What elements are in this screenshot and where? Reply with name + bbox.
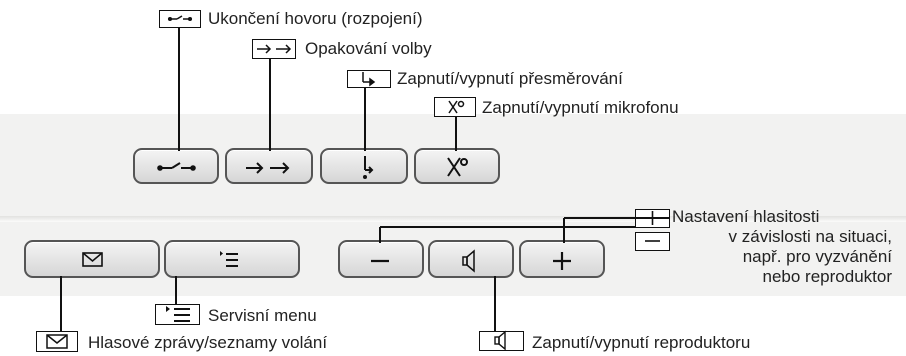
volume-label-line-3: např. pro vyzvánění bbox=[742, 247, 892, 266]
mute-callout-icon bbox=[448, 100, 465, 114]
envelope-callout-icon bbox=[46, 334, 68, 349]
forward-callout-box bbox=[347, 70, 391, 88]
forward-label: Zapnutí/vypnutí přesměrování bbox=[397, 69, 623, 88]
plus-icon bbox=[553, 252, 571, 270]
volume-label-line-2: v závislosti na situaci, bbox=[728, 227, 892, 246]
messages-label: Hlasové zprávy/seznamy volání bbox=[88, 333, 328, 352]
menu-pointer-icon bbox=[220, 251, 223, 256]
messages-button[interactable] bbox=[24, 240, 160, 278]
mute-button[interactable] bbox=[414, 148, 500, 184]
mute-icon bbox=[447, 157, 468, 177]
redial-icon bbox=[246, 162, 290, 174]
mute-label: Zapnutí/vypnutí mikrofonu bbox=[482, 98, 679, 117]
redial-callout-icon bbox=[257, 44, 292, 54]
forward-icon bbox=[364, 156, 374, 174]
release-icon bbox=[157, 162, 196, 171]
volume-label: Nastavení hlasitosti v závislosti na sit… bbox=[672, 207, 892, 287]
redial-callout-box bbox=[252, 39, 296, 59]
volume-down-button[interactable] bbox=[338, 240, 424, 278]
speaker-icon bbox=[462, 249, 475, 273]
service-menu-label: Servisní menu bbox=[208, 306, 317, 325]
volume-label-line-4: nebo reproduktor bbox=[762, 267, 892, 286]
release-callout-icon bbox=[167, 15, 193, 22]
envelope-icon bbox=[82, 252, 103, 267]
mute-callout-box bbox=[434, 97, 476, 117]
plus-callout-icon bbox=[645, 211, 660, 225]
volume-label-line-1: Nastavení hlasitosti bbox=[672, 207, 820, 226]
menu-callout-icon bbox=[174, 308, 190, 322]
menu-icon bbox=[226, 253, 238, 267]
forward-dot-icon bbox=[363, 175, 367, 179]
speaker-label: Zapnutí/vypnutí reproduktoru bbox=[532, 333, 751, 352]
speaker-button[interactable] bbox=[428, 240, 514, 278]
menu-callout-pointer-icon bbox=[166, 306, 170, 312]
panel-divider bbox=[0, 216, 906, 222]
release-callout-box bbox=[159, 10, 201, 28]
forward-callout-icon bbox=[362, 72, 376, 87]
redial-label: Opakování volby bbox=[305, 39, 432, 58]
speaker-callout-icon bbox=[494, 330, 506, 351]
speaker-callout-box bbox=[479, 331, 524, 351]
release-label: Ukončení hovoru (rozpojení) bbox=[208, 9, 423, 28]
volume-up-button[interactable] bbox=[519, 240, 605, 278]
